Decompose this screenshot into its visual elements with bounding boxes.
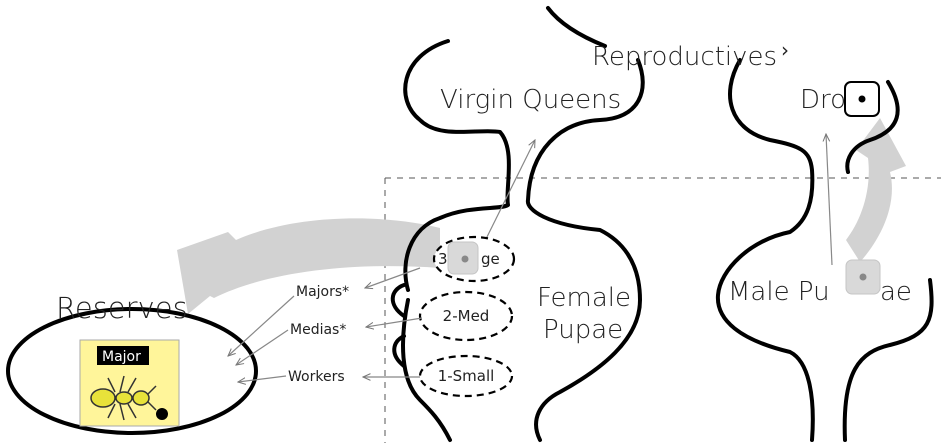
medias-label: Medias*: [290, 322, 346, 338]
arrow-medias-to-reserves: [236, 330, 288, 365]
small-pupa-label: 1-Small: [438, 367, 495, 385]
arrow-majors-to-reserves: [228, 296, 294, 356]
arrow-large-to-majors: [365, 268, 420, 288]
large-pupa-label: 3: [438, 250, 448, 268]
medium-pupa-label: 2-Med: [443, 307, 490, 325]
reproductives-bracket: ›: [781, 38, 789, 62]
die-one-icon[interactable]: [845, 82, 879, 116]
female-pupae-label: Female: [537, 283, 631, 313]
majors-label: Majors*: [296, 284, 349, 300]
virgin-queens-label: Virgin Queens: [440, 85, 621, 115]
arrow-med-to-medias: [366, 318, 422, 327]
female-pupae-label: Pupae: [543, 315, 623, 345]
workers-label: Workers: [288, 369, 345, 385]
major-ant-card[interactable]: Major: [80, 340, 179, 426]
die-one-icon[interactable]: [448, 242, 478, 274]
male-chamber-outline: [718, 60, 932, 440]
male-pupae-label-tail: ae: [880, 277, 912, 307]
black-dot-icon: [156, 408, 168, 420]
arrow-workers-to-reserves: [238, 376, 286, 382]
reproductives-label: Reproductives: [592, 42, 777, 72]
male-pupae-label: Male Pu: [728, 277, 830, 307]
large-pupa-label-tail: ge: [481, 250, 500, 268]
die-one-icon[interactable]: [846, 260, 880, 294]
reserves-label: Reserves: [56, 291, 188, 325]
arrow-male-to-drones: [826, 134, 832, 265]
major-badge-label: Major: [102, 349, 141, 365]
